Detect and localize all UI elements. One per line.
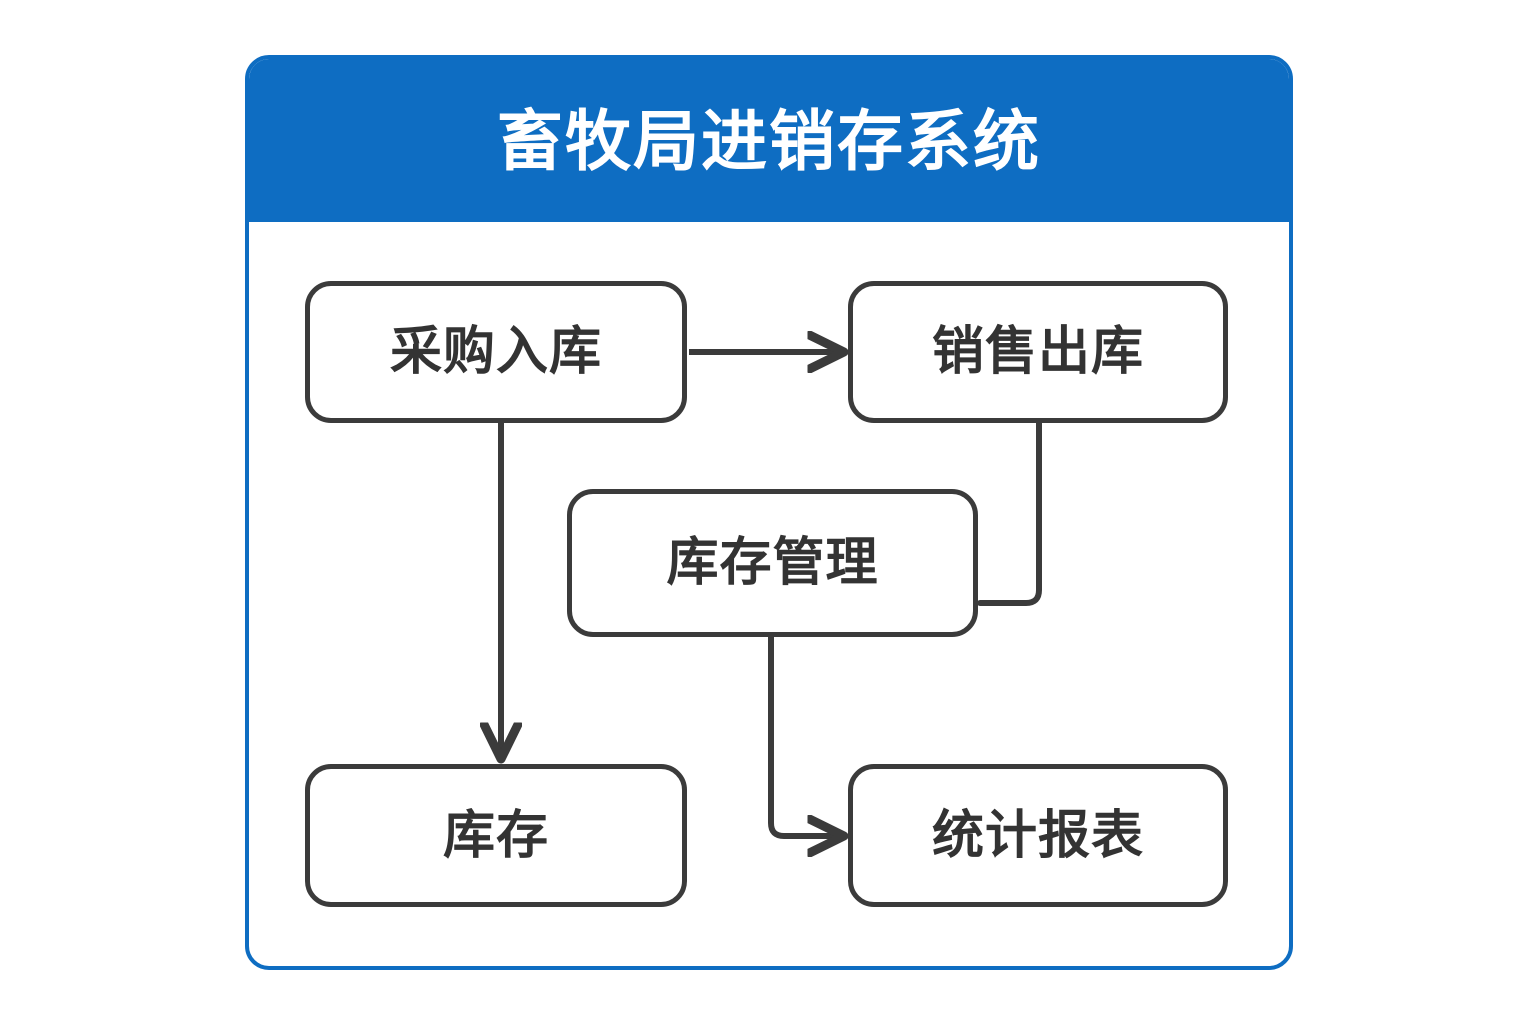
node-label-purchase-inbound: 采购入库 [389,323,602,381]
card-header: 畜牧局进销存系统 [249,59,1289,222]
node-sales-outbound[interactable]: 销售出库 [848,281,1228,423]
node-label-inventory: 库存 [442,806,549,865]
flowchart-area: 采购入库 销售出库 库存管理 库存 统计报表 [249,222,1289,966]
node-inventory-management[interactable]: 库存管理 [567,489,978,637]
node-label-sales-outbound: 销售出库 [931,323,1144,381]
flowchart-connectors [249,222,1042,966]
node-label-statistical-reports: 统计报表 [931,806,1144,865]
node-inventory[interactable]: 库存 [305,764,687,907]
edge-invmgmt-to-reports [768,634,841,836]
edge-sales-to-invmgmt [977,420,1042,606]
page-title: 畜牧局进销存系统 [497,103,1041,178]
node-label-inventory-management: 库存管理 [666,534,879,592]
node-purchase-inbound[interactable]: 采购入库 [305,281,687,423]
system-diagram-card: 畜牧局进销存系统 采 [245,55,1293,970]
node-statistical-reports[interactable]: 统计报表 [848,764,1228,907]
